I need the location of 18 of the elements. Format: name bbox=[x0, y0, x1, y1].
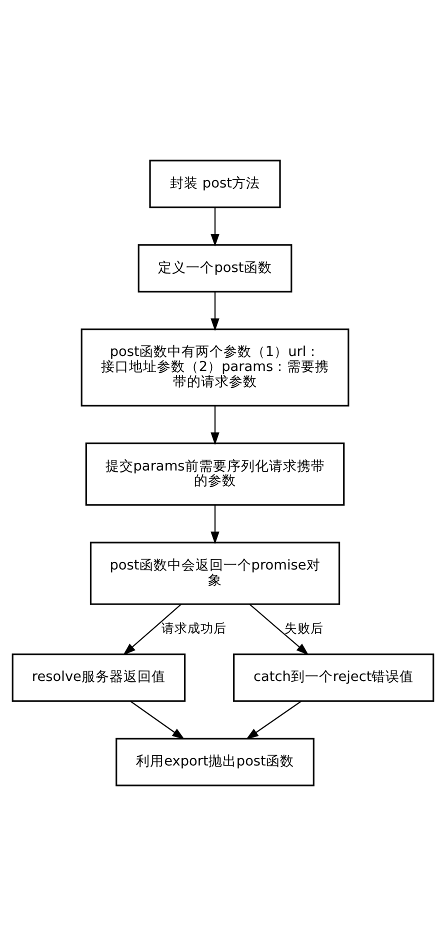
node-box: 封装 post方法 bbox=[149, 159, 281, 208]
arrow bbox=[210, 504, 220, 544]
node-box: post函数中会返回一个promise对象 bbox=[90, 541, 340, 604]
node-box: post函数中有两个参数（1）url：接口地址参数（2）params：需要携带的请求参数 bbox=[80, 328, 350, 406]
edge-label: 失败后 bbox=[284, 620, 324, 635]
node-box: 定义一个post函数 bbox=[138, 244, 292, 292]
arrow bbox=[130, 700, 185, 739]
arrow bbox=[210, 405, 220, 444]
node-box: catch到一个reject错误值 bbox=[233, 653, 434, 702]
node-box: 利用export抛出post函数 bbox=[116, 737, 314, 786]
arrow bbox=[210, 291, 220, 330]
arrow bbox=[210, 207, 220, 246]
node-box: 提交params前需要序列化请求携带的参数 bbox=[85, 442, 345, 506]
arrow bbox=[249, 603, 309, 655]
edge-label: 请求成功后 bbox=[161, 620, 226, 635]
arrow bbox=[123, 603, 182, 655]
node-box: resolve服务器返回值 bbox=[12, 653, 186, 702]
arrow bbox=[246, 700, 302, 739]
